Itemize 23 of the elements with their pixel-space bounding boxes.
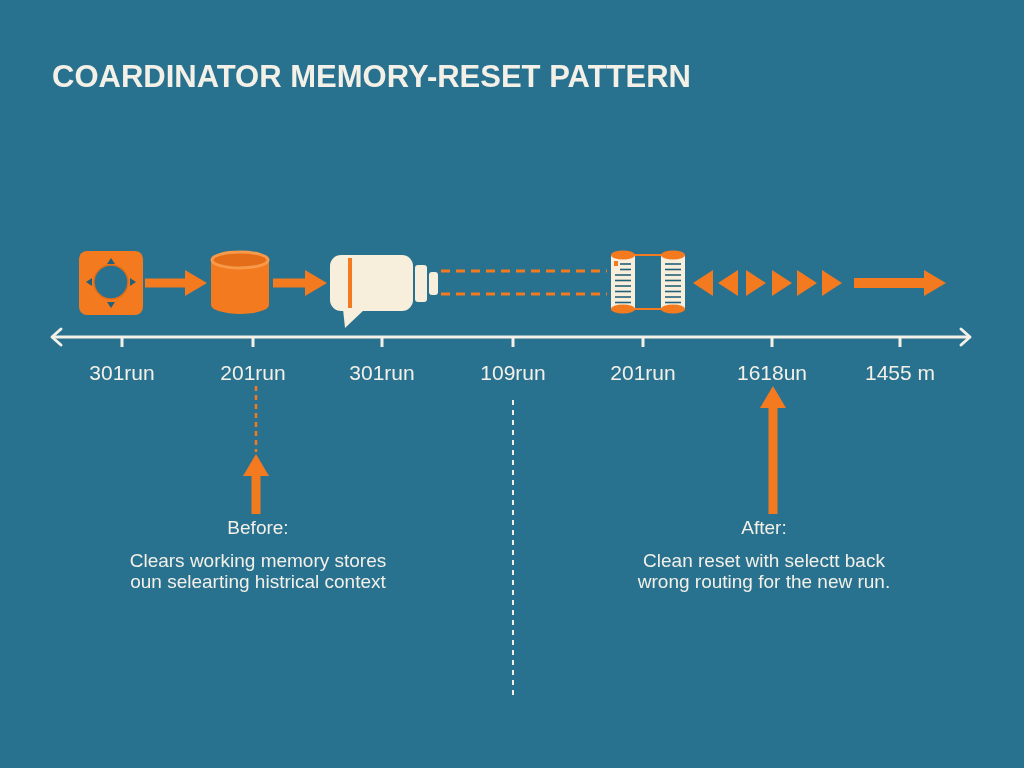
arrow [243, 454, 269, 514]
tick-label: 1455 m [865, 362, 935, 384]
tick-label: 201run [610, 362, 676, 384]
dashed-line [441, 269, 607, 273]
tick-label: 109run [480, 362, 546, 384]
control-pad-icon [79, 251, 143, 315]
caption-heading: After: [741, 516, 787, 540]
dashed-line [441, 292, 607, 296]
title: COARDINATOR MEMORY-RESET PATTERN [52, 59, 691, 95]
caption-text: Clears working memory stores oun selearting histrical context [128, 550, 388, 592]
tick-label: 301run [349, 362, 415, 384]
caption-heading: Before: [227, 516, 289, 540]
dashed-line [254, 386, 258, 452]
scrolls-icon [609, 250, 687, 314]
tick-label: 201run [220, 362, 286, 384]
arrow [145, 270, 207, 296]
cylinder-icon [209, 249, 271, 315]
arrow [760, 386, 786, 514]
tick-label: 1618un [736, 362, 808, 384]
arrow [273, 270, 327, 296]
caption-text: Clean reset with selectt back wrong routing for the new run. [636, 550, 892, 592]
tick-label: 301run [89, 362, 155, 384]
speech-bubble-icon [329, 254, 439, 329]
